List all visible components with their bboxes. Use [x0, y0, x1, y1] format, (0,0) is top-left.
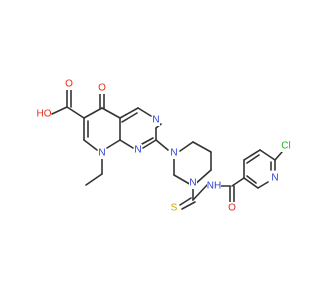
bond: [119, 107, 139, 119]
bond: [259, 149, 276, 161]
bonds: [51, 89, 283, 210]
bond: [51, 106, 68, 115]
bond: [83, 107, 103, 119]
bond: [137, 107, 152, 117]
atom-label-bg: [37, 108, 51, 120]
atom-label-bg: [134, 144, 142, 156]
molecule-structure: HO O O N N N N N NH S O N Cl: [36, 78, 293, 214]
bond: [66, 106, 85, 119]
atom-label-n-ring: N: [98, 148, 105, 159]
bond: [119, 139, 134, 149]
atom-label-cl: Cl: [281, 141, 290, 152]
atom-label-bg: [98, 82, 106, 94]
bond: [141, 137, 154, 145]
atom-label-bg: [170, 202, 178, 214]
atom-labels: HO O O N N N N N NH S O N Cl: [37, 78, 293, 214]
bond: [181, 201, 196, 210]
atom-label-n-pyr3: N: [134, 145, 141, 156]
atom-label-n-pip1: N: [170, 148, 177, 159]
atom-label-o-oh: HO: [37, 109, 52, 120]
bond: [243, 177, 259, 189]
bond: [142, 139, 157, 149]
bond: [192, 183, 209, 201]
atom-label-o-keto: O: [98, 83, 106, 94]
bond: [121, 112, 138, 123]
bond: [85, 173, 103, 186]
bond: [246, 154, 260, 164]
atom-label-n-py: N: [271, 173, 278, 184]
bond: [155, 139, 169, 151]
bond: [274, 151, 283, 161]
bond: [192, 141, 212, 153]
atom-label-bg: [271, 172, 279, 184]
atom-label-s: S: [171, 203, 178, 214]
bond: [246, 175, 257, 184]
atom-label-n-pip4: N: [189, 178, 196, 189]
atom-label-bg: [279, 140, 293, 152]
atom-label-bg: [228, 202, 236, 214]
atom-label-n-pyr1: N: [152, 115, 159, 126]
atom-label-o-acid: O: [65, 79, 73, 90]
atom-label-bg: [207, 180, 221, 192]
bond: [106, 139, 121, 149]
bond: [101, 107, 121, 119]
bond: [83, 139, 98, 151]
atom-label-n-amide: NH: [207, 181, 221, 192]
atom-label-bg: [170, 147, 178, 159]
atom-label-bg: [65, 78, 73, 90]
atom-label-bg: [152, 114, 160, 126]
atom-label-bg: [189, 177, 197, 189]
bond: [179, 141, 194, 152]
bond: [257, 181, 269, 189]
bond: [243, 149, 261, 161]
bond: [179, 197, 192, 206]
atom-label-bg: [98, 147, 106, 159]
atom-label-o-amide: O: [228, 203, 236, 214]
bond: [231, 177, 245, 187]
